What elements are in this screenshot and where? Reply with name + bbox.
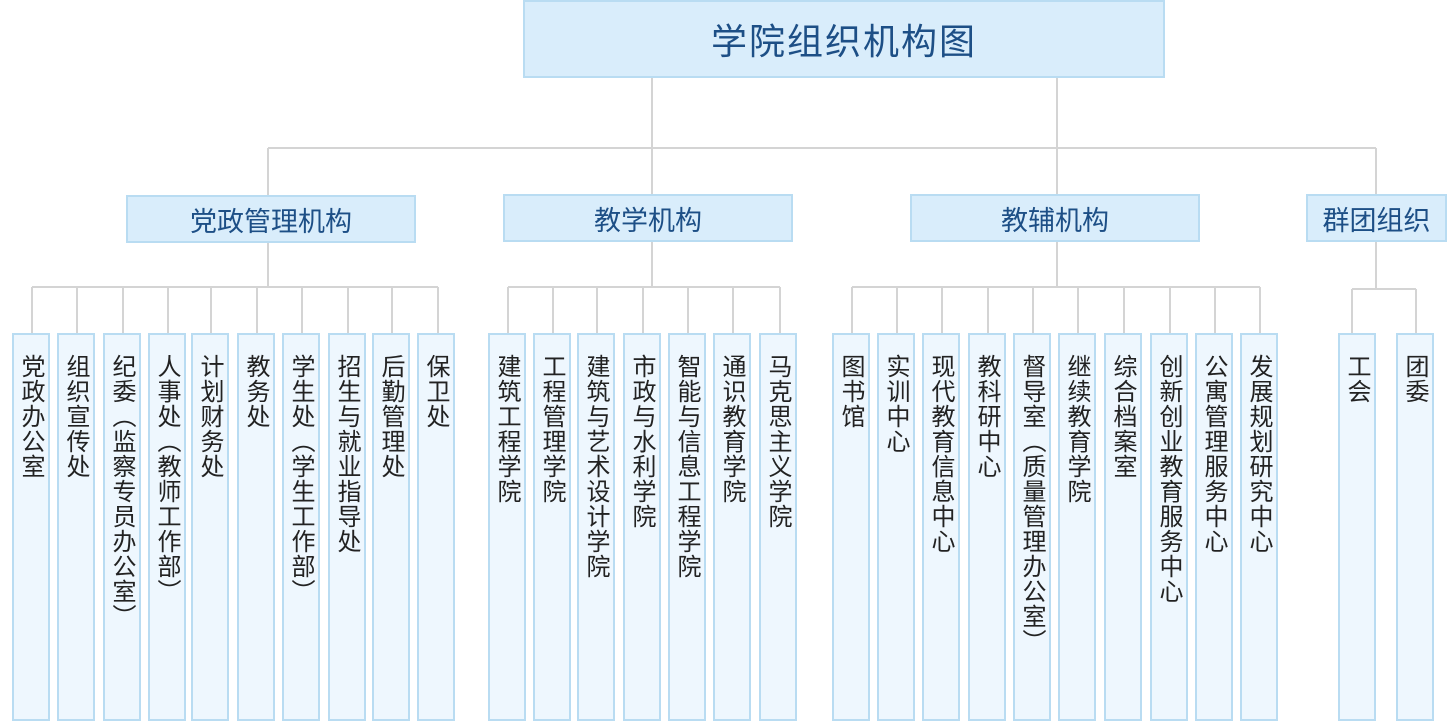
category-party-admin: 党政管理机构 bbox=[126, 195, 416, 243]
unit-box: 团委 bbox=[1396, 333, 1434, 721]
unit-label: 组织宣传处 bbox=[62, 354, 90, 479]
unit-box: 保卫处 bbox=[417, 333, 455, 721]
category-teaching-support: 教辅机构 bbox=[910, 194, 1200, 242]
unit-box: 组织宣传处 bbox=[57, 333, 95, 721]
unit-label: 党政办公室 bbox=[17, 354, 45, 479]
unit-box: 发展规划研究中心 bbox=[1240, 333, 1278, 721]
unit-label: 智能与信息工程学院 bbox=[673, 354, 701, 579]
unit-box: 通识教育学院 bbox=[713, 333, 751, 721]
unit-label: 保卫处 bbox=[422, 354, 450, 429]
unit-box: 工会 bbox=[1338, 333, 1376, 721]
unit-box: 督导室（质量管理办公室） bbox=[1013, 333, 1051, 721]
unit-box: 教务处 bbox=[237, 333, 275, 721]
unit-box: 市政与水利学院 bbox=[623, 333, 661, 721]
unit-box: 马克思主义学院 bbox=[759, 333, 797, 721]
unit-label: 招生与就业指导处 bbox=[333, 354, 361, 554]
unit-box: 后勤管理处 bbox=[372, 333, 410, 721]
chart-title: 学院组织机构图 bbox=[710, 22, 977, 63]
unit-label: 现代教育信息中心 bbox=[927, 354, 955, 554]
category-mass-organizations: 群团组织 bbox=[1306, 194, 1447, 242]
unit-label: 工会 bbox=[1343, 354, 1371, 404]
unit-label: 督导室（质量管理办公室） bbox=[1018, 354, 1046, 654]
unit-label: 教科研中心 bbox=[973, 354, 1001, 479]
unit-box: 智能与信息工程学院 bbox=[668, 333, 706, 721]
unit-label: 人事处（教师工作部） bbox=[153, 354, 181, 604]
unit-label: 纪委（监察专员办公室） bbox=[108, 354, 136, 629]
unit-label: 教务处 bbox=[242, 354, 270, 429]
unit-label: 综合档案室 bbox=[1109, 354, 1137, 479]
unit-box: 人事处（教师工作部） bbox=[148, 333, 186, 721]
unit-label: 建筑与艺术设计学院 bbox=[582, 354, 610, 579]
unit-label: 计划财务处 bbox=[196, 354, 224, 479]
unit-box: 学生处（学生工作部） bbox=[282, 333, 320, 721]
unit-box: 综合档案室 bbox=[1104, 333, 1142, 721]
unit-label: 市政与水利学院 bbox=[628, 354, 656, 529]
category-teaching: 教学机构 bbox=[503, 194, 793, 242]
unit-box: 实训中心 bbox=[877, 333, 915, 721]
root-title-box: 学院组织机构图 bbox=[523, 0, 1165, 78]
unit-label: 公寓管理服务中心 bbox=[1200, 354, 1228, 554]
unit-label: 通识教育学院 bbox=[718, 354, 746, 504]
unit-label: 继续教育学院 bbox=[1063, 354, 1091, 504]
unit-label: 创新创业教育服务中心 bbox=[1155, 354, 1183, 604]
unit-label: 学生处（学生工作部） bbox=[287, 354, 315, 604]
unit-box: 图书馆 bbox=[832, 333, 870, 721]
unit-box: 党政办公室 bbox=[12, 333, 50, 721]
unit-box: 建筑工程学院 bbox=[488, 333, 526, 721]
unit-box: 创新创业教育服务中心 bbox=[1150, 333, 1188, 721]
unit-label: 马克思主义学院 bbox=[764, 354, 792, 529]
unit-box: 现代教育信息中心 bbox=[922, 333, 960, 721]
unit-label: 团委 bbox=[1401, 354, 1429, 404]
unit-label: 后勤管理处 bbox=[377, 354, 405, 479]
unit-box: 招生与就业指导处 bbox=[328, 333, 366, 721]
unit-box: 教科研中心 bbox=[968, 333, 1006, 721]
unit-label: 工程管理学院 bbox=[538, 354, 566, 504]
unit-box: 计划财务处 bbox=[191, 333, 229, 721]
unit-box: 公寓管理服务中心 bbox=[1195, 333, 1233, 721]
unit-box: 继续教育学院 bbox=[1058, 333, 1096, 721]
unit-label: 发展规划研究中心 bbox=[1245, 354, 1273, 554]
unit-label: 建筑工程学院 bbox=[493, 354, 521, 504]
unit-box: 建筑与艺术设计学院 bbox=[577, 333, 615, 721]
unit-label: 图书馆 bbox=[837, 354, 865, 429]
unit-box: 纪委（监察专员办公室） bbox=[103, 333, 141, 721]
unit-box: 工程管理学院 bbox=[533, 333, 571, 721]
unit-label: 实训中心 bbox=[882, 354, 910, 454]
